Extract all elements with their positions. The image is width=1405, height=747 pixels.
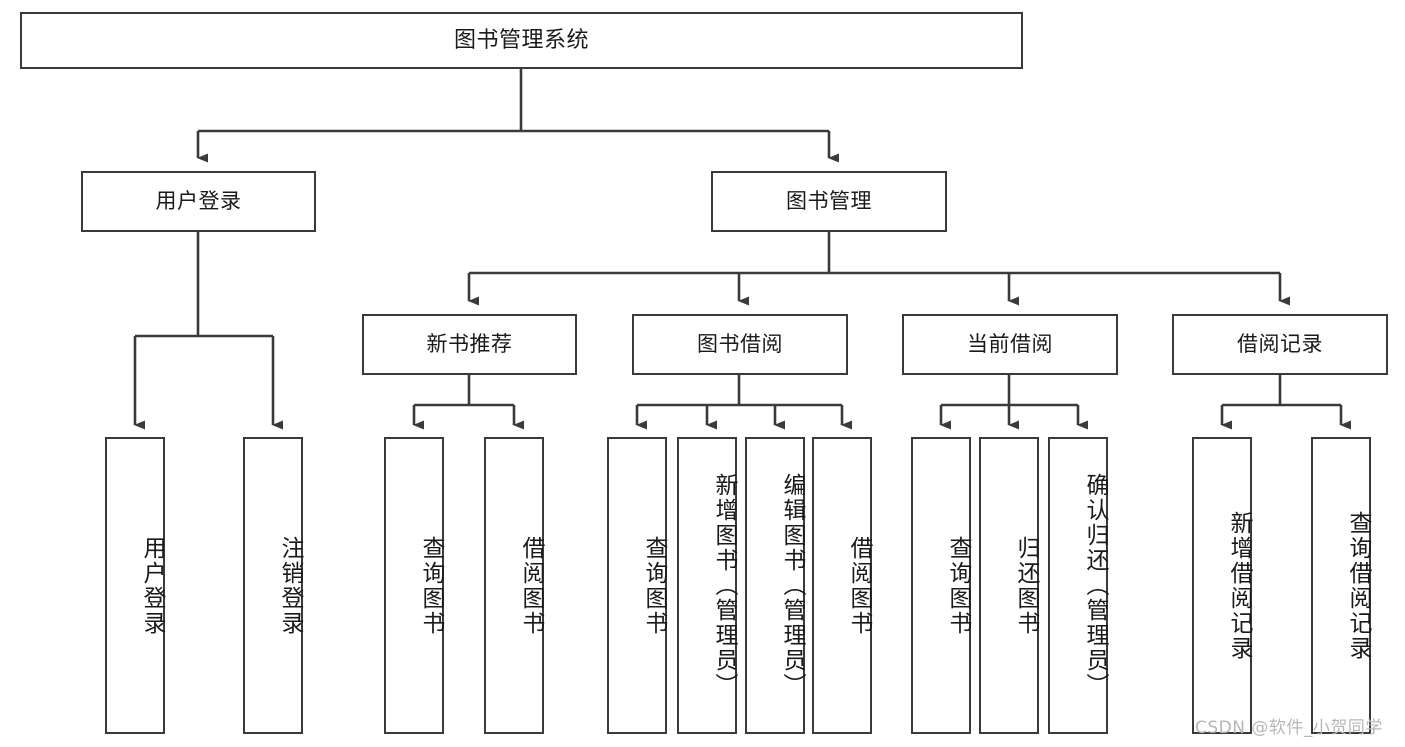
node-book-management[interactable]: 图书管理 <box>711 171 947 232</box>
leaf-label: 查询借阅记录 <box>1345 510 1371 661</box>
node-current-borrow[interactable]: 当前借阅 <box>902 314 1118 375</box>
leaf-borrow-record-query[interactable]: 查询借阅记录 <box>1311 437 1371 734</box>
node-book-borrow[interactable]: 图书借阅 <box>632 314 848 375</box>
leaf-current-borrow-query[interactable]: 查询图书 <box>911 437 971 734</box>
leaf-label: 借阅图书 <box>518 535 544 636</box>
leaf-book-borrow-borrow[interactable]: 借阅图书 <box>812 437 872 734</box>
leaf-label: 确认归还（管理员） <box>1082 473 1108 698</box>
watermark-text: CSDN @软件_小贺同学 <box>1195 718 1383 738</box>
leaf-label: 新增借阅记录 <box>1226 510 1252 661</box>
leaf-current-borrow-confirm[interactable]: 确认归还（管理员） <box>1048 437 1108 734</box>
node-borrow-record[interactable]: 借阅记录 <box>1172 314 1388 375</box>
leaf-label: 查询图书 <box>641 535 667 636</box>
node-root-system[interactable]: 图书管理系统 <box>20 12 1023 69</box>
leaf-label: 用户登录 <box>139 535 165 636</box>
leaf-borrow-record-add[interactable]: 新增借阅记录 <box>1192 437 1252 734</box>
leaf-label: 新增图书（管理员） <box>711 473 737 698</box>
node-new-book-recommend[interactable]: 新书推荐 <box>362 314 577 375</box>
leaf-book-borrow-query[interactable]: 查询图书 <box>607 437 667 734</box>
leaf-label: 注销登录 <box>277 535 303 636</box>
leaf-current-borrow-return[interactable]: 归还图书 <box>979 437 1039 734</box>
leaf-label: 查询图书 <box>945 535 971 636</box>
leaf-book-borrow-edit[interactable]: 编辑图书（管理员） <box>745 437 805 734</box>
leaf-new-book-borrow[interactable]: 借阅图书 <box>484 437 544 734</box>
leaf-user-login-logout[interactable]: 注销登录 <box>243 437 303 734</box>
leaf-new-book-query[interactable]: 查询图书 <box>384 437 444 734</box>
leaf-book-borrow-add[interactable]: 新增图书（管理员） <box>677 437 737 734</box>
leaf-label: 编辑图书（管理员） <box>779 473 805 698</box>
leaf-label: 查询图书 <box>418 535 444 636</box>
leaf-label: 借阅图书 <box>846 535 872 636</box>
leaf-user-login-login[interactable]: 用户登录 <box>105 437 165 734</box>
node-user-login[interactable]: 用户登录 <box>81 171 316 232</box>
leaf-label: 归还图书 <box>1013 535 1039 636</box>
